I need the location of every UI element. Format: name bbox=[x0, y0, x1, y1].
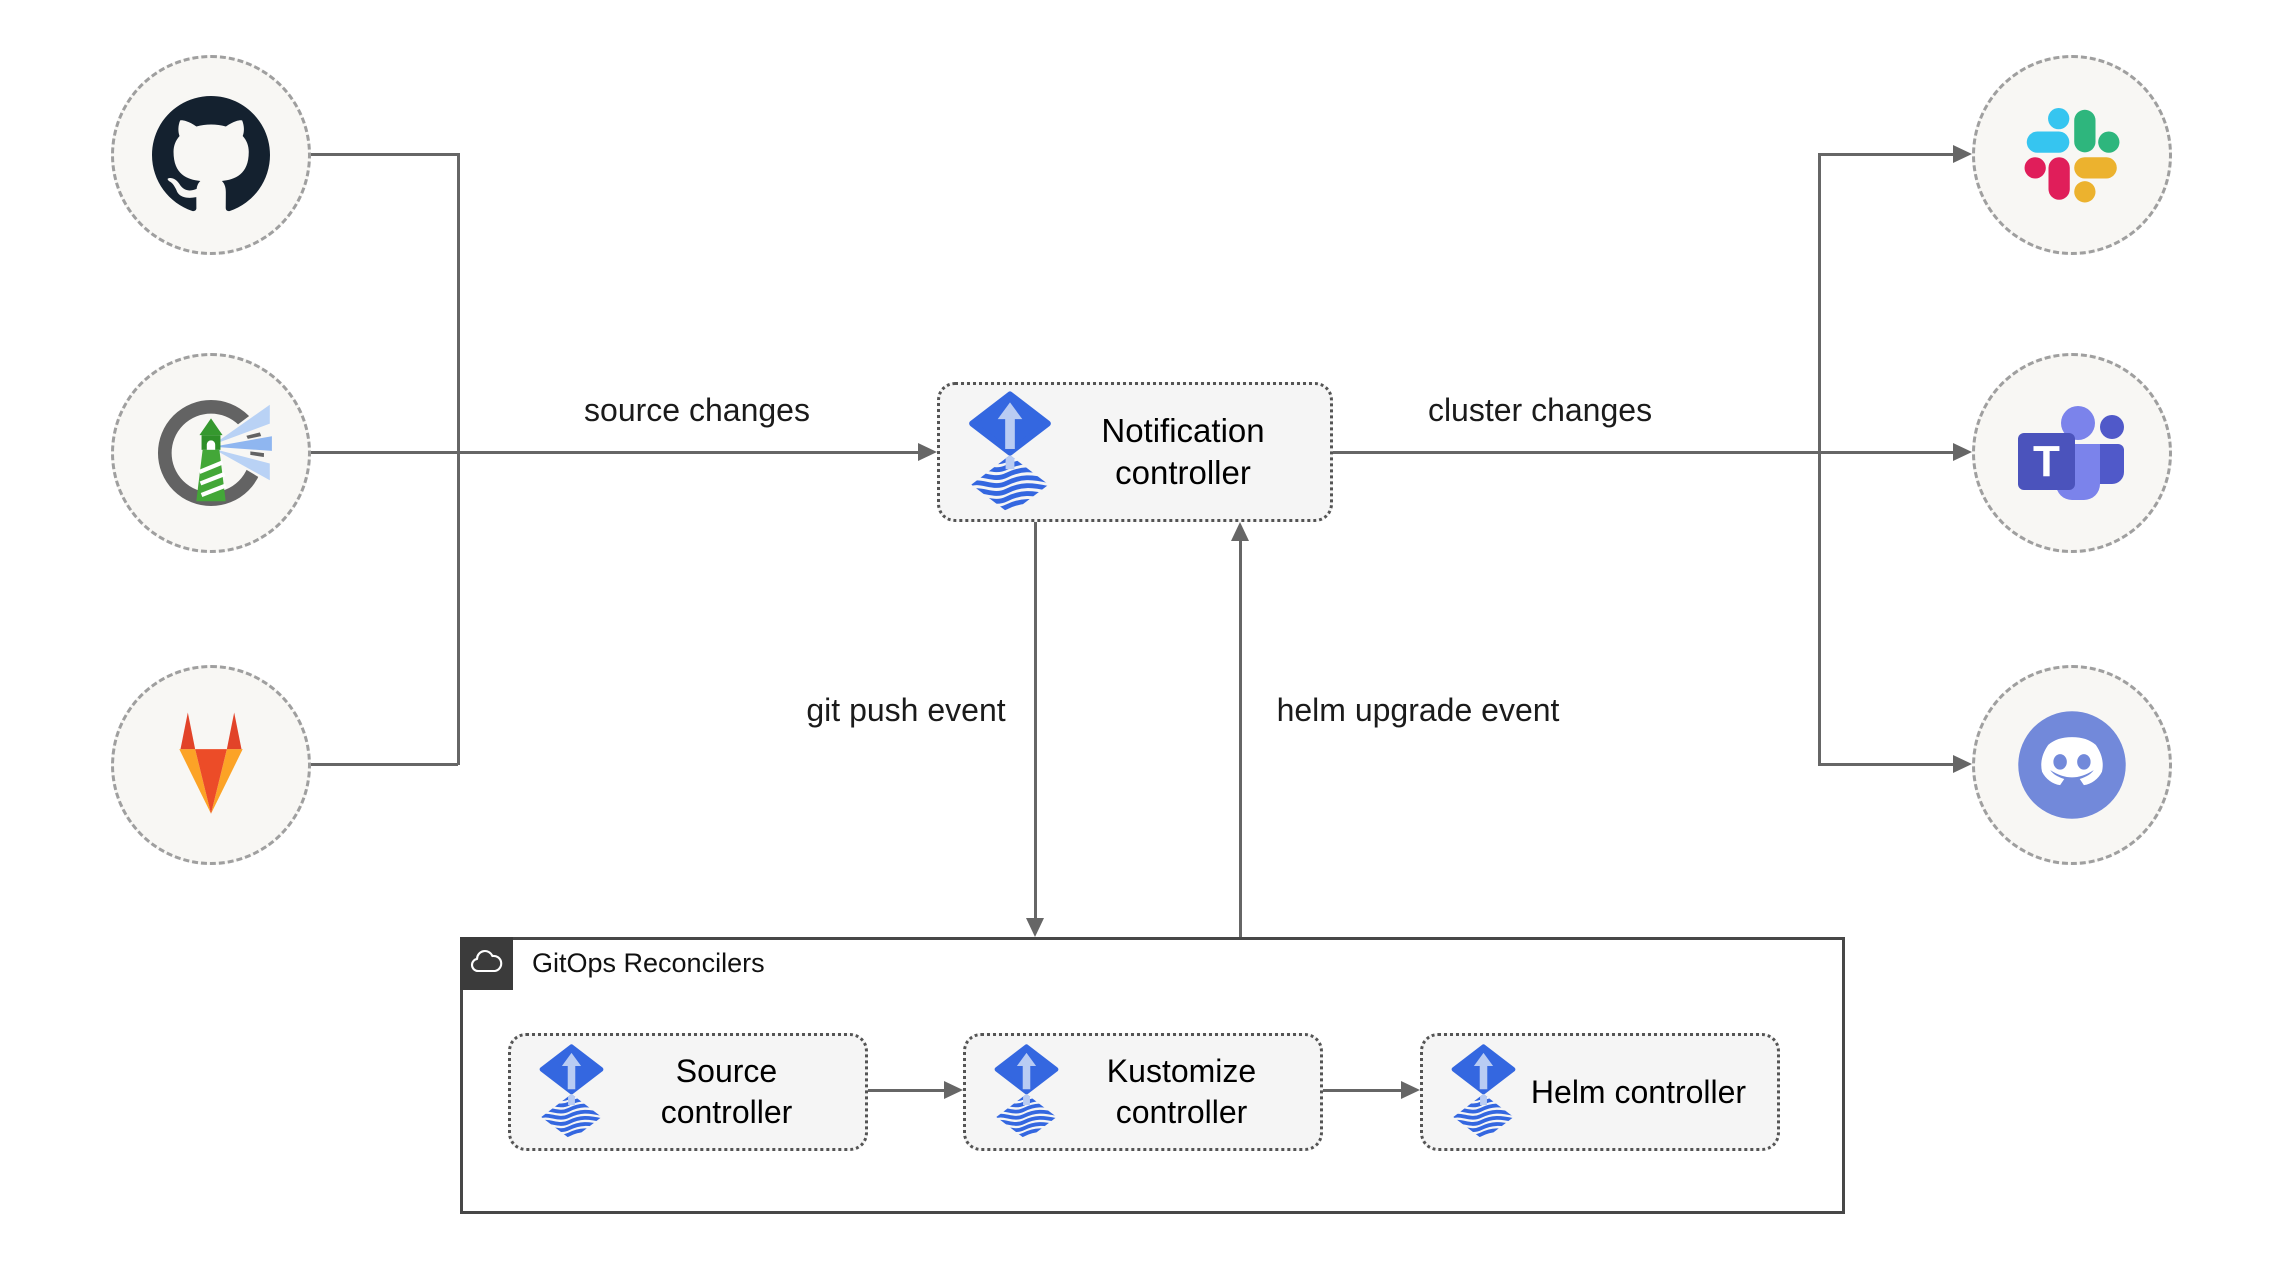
gitlab-icon bbox=[179, 712, 243, 814]
node-kustomize-controller: Kustomize controller bbox=[963, 1033, 1323, 1151]
edge-label-git-push-event: git push event bbox=[806, 692, 1006, 728]
edge-bus-to-slack-line bbox=[1818, 153, 1953, 156]
node-label-kustomize-controller: Kustomize controller bbox=[1106, 1053, 1257, 1130]
flux-icon bbox=[537, 1044, 606, 1140]
cloud-icon bbox=[470, 949, 502, 972]
edge-git-push-arrowhead bbox=[1026, 918, 1044, 937]
node-source-controller: Source controller bbox=[508, 1033, 868, 1151]
target-node-slack bbox=[1972, 55, 2172, 255]
source-node-gitlab bbox=[111, 665, 311, 865]
target-node-discord bbox=[1972, 665, 2172, 865]
edge-bus-to-slack-arrowhead bbox=[1953, 145, 1972, 163]
edge-helm-upgrade-line bbox=[1239, 541, 1242, 937]
microsoft-teams-icon bbox=[2018, 406, 2124, 500]
flux-icon bbox=[966, 391, 1054, 514]
node-label-helm-controller: Helm controller bbox=[1530, 1073, 1747, 1110]
gitops-reconcilers-title: GitOps Reconcilers bbox=[532, 948, 765, 978]
node-label-notification-controller: Notification controller bbox=[1101, 411, 1265, 491]
source-node-harbor bbox=[111, 353, 311, 553]
slack-icon bbox=[2024, 107, 2120, 203]
discord-icon bbox=[2018, 711, 2126, 819]
edge-kustomize-to-helm-line bbox=[1323, 1089, 1402, 1092]
edge-label-source-changes: source changes bbox=[584, 392, 810, 428]
edge-cluster-changes-line bbox=[1333, 451, 1953, 454]
harbor-icon bbox=[148, 390, 274, 516]
edge-source-changes-line bbox=[457, 451, 918, 454]
edge-helm-upgrade-arrowhead bbox=[1231, 522, 1249, 541]
edge-bus-to-discord-line bbox=[1818, 763, 1953, 766]
edge-kustomize-to-helm-arrowhead bbox=[1401, 1081, 1420, 1099]
edge-source-to-kustomize-line bbox=[868, 1089, 946, 1092]
flux-icon bbox=[992, 1044, 1061, 1140]
target-node-teams bbox=[1972, 353, 2172, 553]
flux-icon bbox=[1449, 1044, 1518, 1140]
node-notification-controller: Notification controller bbox=[937, 382, 1333, 522]
node-helm-controller: Helm controller bbox=[1420, 1033, 1780, 1151]
edge-bus-to-discord-arrowhead bbox=[1953, 755, 1972, 773]
node-label-source-controller: Source controller bbox=[660, 1053, 793, 1130]
edge-github-to-bus bbox=[311, 153, 458, 156]
edge-label-cluster-changes: cluster changes bbox=[1427, 392, 1653, 428]
edge-label-helm-upgrade-event: helm upgrade event bbox=[1276, 692, 1560, 728]
edge-source-changes-arrowhead bbox=[918, 443, 937, 461]
left-bus-line bbox=[457, 153, 460, 765]
source-node-github bbox=[111, 55, 311, 255]
edge-harbor-to-bus bbox=[311, 451, 458, 454]
edge-gitlab-to-bus bbox=[311, 763, 458, 766]
gitops-reconcilers-badge bbox=[460, 937, 513, 990]
edge-cluster-changes-arrowhead bbox=[1953, 443, 1972, 461]
edge-git-push-line bbox=[1034, 522, 1037, 919]
github-icon bbox=[152, 96, 270, 212]
edge-source-to-kustomize-arrowhead bbox=[944, 1081, 963, 1099]
right-bus-line bbox=[1818, 153, 1821, 765]
